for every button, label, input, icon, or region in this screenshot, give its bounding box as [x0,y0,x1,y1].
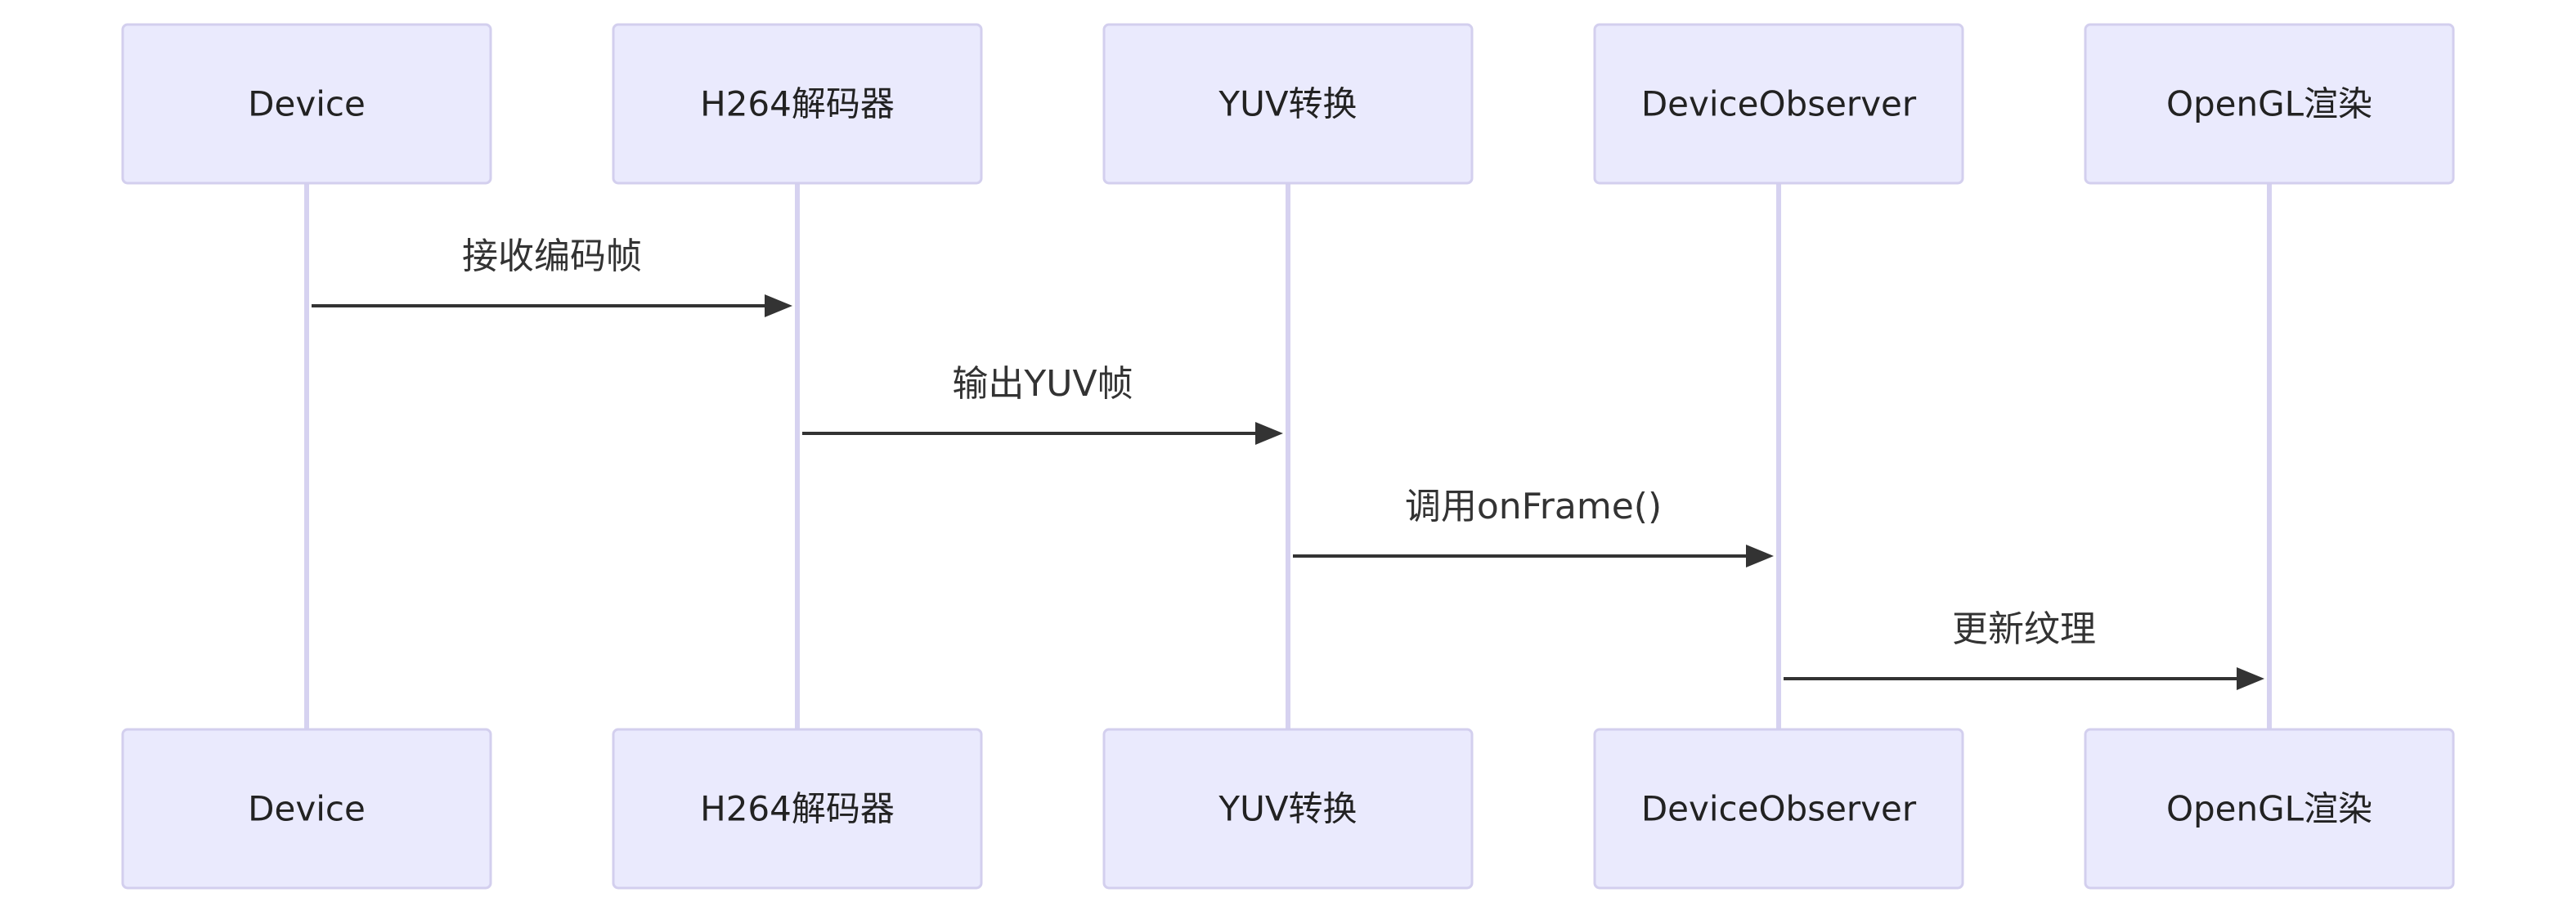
actor-bottom-h264: H264解码器 [612,728,983,890]
actor-box [1102,23,1474,185]
actor-label: OpenGL渲染 [2166,789,2372,829]
actor-label: DeviceObserver [1641,84,1917,124]
actor-top-device: Device [121,23,492,185]
actor-label: DeviceObserver [1641,789,1917,829]
actor-bottom-observer: DeviceObserver [1593,728,1964,890]
actor-label: Device [248,84,366,124]
message-label: 更新纹理 [1952,608,2096,650]
actor-box [1593,728,1964,890]
message-label: 调用onFrame() [1405,486,1662,527]
actor-bottom-opengl: OpenGL渲染 [2084,728,2455,890]
actor-top-h264: H264解码器 [612,23,983,185]
actor-box [2084,23,2455,185]
message-label: 接收编码帧 [462,235,642,277]
actor-top-observer: DeviceObserver [1593,23,1964,185]
arrowhead-icon [2237,667,2264,690]
arrowhead-icon [1255,422,1283,445]
actor-bottom-yuv: YUV转换 [1102,728,1474,890]
message-2: 输出YUV帧 [802,363,1283,445]
actor-box [612,23,983,185]
actor-box [612,728,983,890]
actor-box [1102,728,1474,890]
message-label: 输出YUV帧 [952,363,1133,405]
actor-label: YUV转换 [1218,789,1357,829]
actor-label: H264解码器 [700,789,895,829]
actor-label: H264解码器 [700,84,895,124]
arrowhead-icon [765,294,792,317]
message-3: 调用onFrame() [1293,486,1774,567]
actor-box [121,728,492,890]
actors-bottom: Device H264解码器 YUV转换 DeviceObserver OpenGL渲染 [121,728,2455,890]
actor-box [1593,23,1964,185]
lifelines [304,183,2272,729]
actor-bottom-device: Device [121,728,492,890]
actor-label: YUV转换 [1218,84,1357,124]
actor-label: OpenGL渲染 [2166,84,2372,124]
actor-top-yuv: YUV转换 [1102,23,1474,185]
actor-box [2084,728,2455,890]
message-4: 更新纹理 [1784,608,2264,690]
actor-label: Device [248,789,366,829]
message-1: 接收编码帧 [312,235,792,317]
actor-box [121,23,492,185]
actors-top: Device H264解码器 YUV转换 DeviceObserver OpenGL渲染 [121,23,2455,185]
arrowhead-icon [1746,545,1774,567]
actor-top-opengl: OpenGL渲染 [2084,23,2455,185]
